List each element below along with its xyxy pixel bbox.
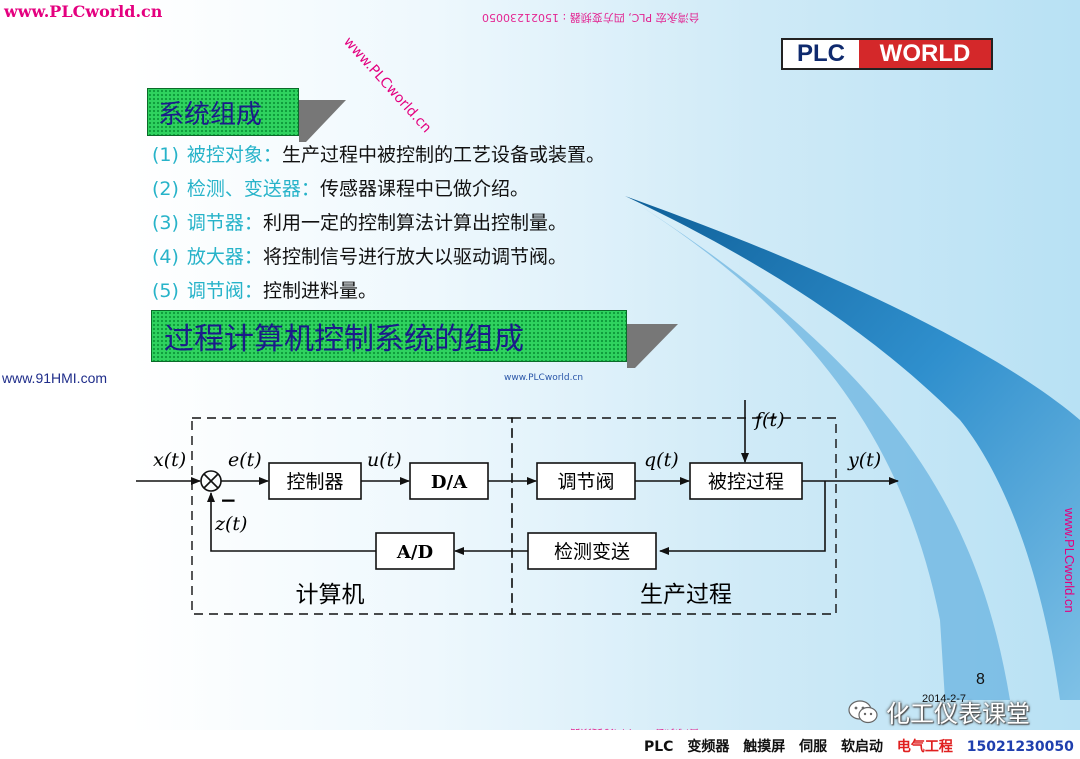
computer-region bbox=[191, 417, 513, 615]
item-term: 调节器： bbox=[186, 212, 263, 234]
page-date: 2014-2-7 bbox=[922, 693, 967, 705]
heading-1-shadow bbox=[299, 100, 346, 142]
item-term: 调节阀： bbox=[186, 280, 263, 302]
ad-label: A/D bbox=[396, 542, 433, 563]
ad-block bbox=[375, 532, 455, 570]
footer-item: PLC bbox=[644, 739, 674, 755]
minus-sign: − bbox=[220, 488, 237, 512]
watermark-center: www.PLCworld.cn bbox=[504, 373, 584, 383]
item-number: (2) bbox=[152, 178, 179, 200]
footer-item: 变频器 bbox=[687, 739, 730, 755]
item-number: (3) bbox=[152, 212, 179, 234]
plant-block bbox=[689, 462, 803, 500]
da-block bbox=[409, 462, 489, 500]
valve-label: 调节阀 bbox=[557, 471, 614, 493]
item-term: 被控对象： bbox=[186, 144, 282, 166]
watermark-url[interactable]: www.PLCworld.cn bbox=[4, 2, 163, 21]
footer-phone: 15021230050 bbox=[966, 739, 1074, 755]
footer-item: 软启动 bbox=[840, 739, 883, 755]
controller-label: 控制器 bbox=[286, 471, 343, 493]
heading-2-shadow bbox=[627, 324, 678, 368]
computer-region-label: 计算机 bbox=[296, 582, 365, 608]
footer-item: 伺服 bbox=[799, 739, 828, 755]
footer-item: 触摸屏 bbox=[743, 739, 786, 755]
footer-bar: PLC 变频器 触摸屏 伺服 软启动 电气工程 15021230050 bbox=[0, 730, 1080, 759]
signal-e: e(t) bbox=[228, 449, 262, 471]
signal-z: z(t) bbox=[214, 513, 247, 535]
section-heading-system-composition: 系统组成 bbox=[147, 88, 299, 136]
watermark-left[interactable]: www.91HMI.com bbox=[2, 370, 108, 386]
item-description: 利用一定的控制算法计算出控制量。 bbox=[262, 212, 567, 234]
list-item: (2) 检测、变送器：传感器课程中已做介绍。 bbox=[152, 174, 605, 208]
item-description: 将控制信号进行放大以驱动调节阀。 bbox=[262, 246, 567, 268]
process-region bbox=[511, 417, 837, 615]
watermark-right-vertical: www.PLCworld.cn bbox=[1062, 508, 1077, 613]
item-number: (1) bbox=[152, 144, 179, 166]
item-number: (4) bbox=[152, 246, 179, 268]
signal-x: x(t) bbox=[153, 449, 186, 471]
wechat-account-name: 化工仪表课堂 bbox=[886, 700, 1030, 728]
da-label: D/A bbox=[431, 472, 468, 493]
list-item: (4) 放大器：将控制信号进行放大以驱动调节阀。 bbox=[152, 242, 605, 276]
footer-items: PLC 变频器 触摸屏 伺服 软启动 电气工程 15021230050 bbox=[644, 736, 1074, 756]
item-description: 控制进料量。 bbox=[262, 280, 377, 302]
page-number: 8 bbox=[976, 671, 985, 688]
list-item: (5) 调节阀：控制进料量。 bbox=[152, 276, 605, 310]
footer-highlight: 电气工程 bbox=[896, 739, 953, 755]
logo-part-1: PLC bbox=[783, 40, 859, 68]
signal-f: f(t) bbox=[753, 409, 785, 431]
signal-u: u(t) bbox=[367, 449, 402, 471]
item-term: 放大器： bbox=[186, 246, 263, 268]
process-region-label: 生产过程 bbox=[640, 582, 732, 608]
wechat-account: 化工仪表课堂 bbox=[848, 694, 1030, 729]
section-heading-process-computer-control: 过程计算机控制系统的组成 bbox=[151, 310, 627, 362]
item-description: 传感器课程中已做介绍。 bbox=[319, 178, 529, 200]
signal-q: q(t) bbox=[644, 449, 679, 471]
logo-part-2: WORLD bbox=[859, 40, 991, 68]
plant-label: 被控过程 bbox=[708, 471, 784, 493]
list-item: (3) 调节器：利用一定的控制算法计算出控制量。 bbox=[152, 208, 605, 242]
plcworld-logo: PLC WORLD bbox=[781, 38, 993, 70]
sensor-label: 检测变送 bbox=[554, 541, 630, 563]
controller-block bbox=[268, 462, 362, 500]
item-description: 生产过程中被控制的工艺设备或装置。 bbox=[281, 144, 605, 166]
component-list: (1) 被控对象：生产过程中被控制的工艺设备或装置。 (2) 检测、变送器：传感器课… bbox=[152, 140, 605, 310]
item-term: 检测、变送器： bbox=[186, 178, 320, 200]
list-item: (1) 被控对象：生产过程中被控制的工艺设备或装置。 bbox=[152, 140, 605, 174]
item-number: (5) bbox=[152, 280, 179, 302]
signal-y: y(t) bbox=[847, 449, 881, 471]
wechat-icon bbox=[848, 699, 878, 723]
